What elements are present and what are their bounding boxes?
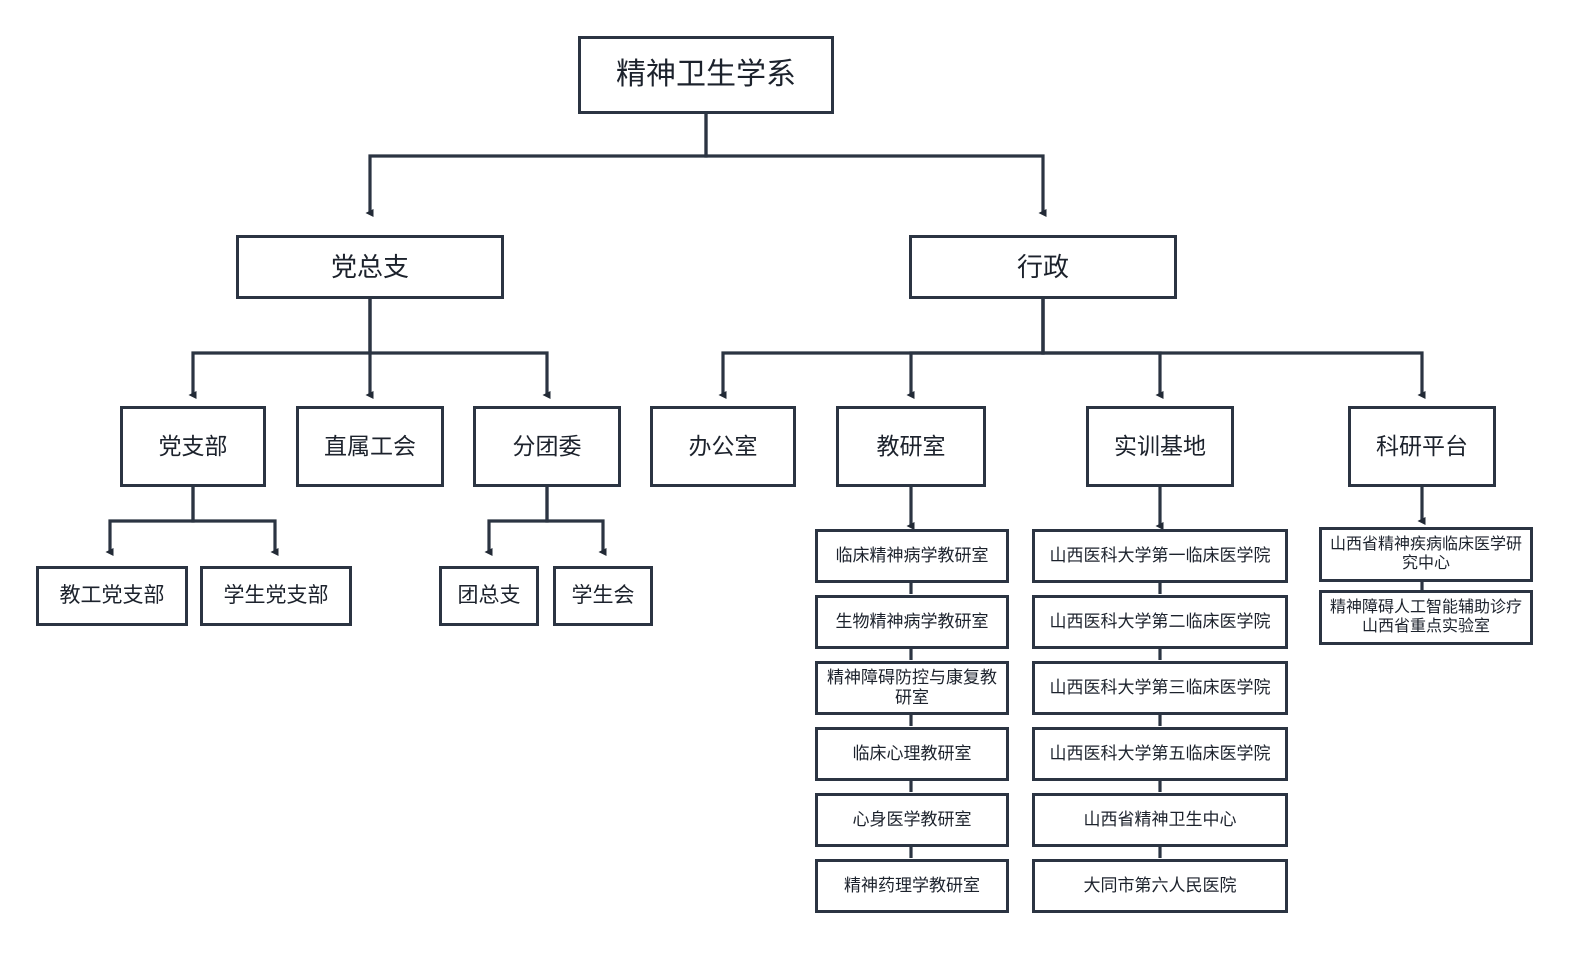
- list-item-training-base-0[interactable]: 山西医科大学第一临床医学院: [1032, 529, 1288, 583]
- list-item-label: 山西医科大学第三临床医学院: [1049, 677, 1271, 697]
- node-teaching-research[interactable]: 教研室: [836, 406, 986, 487]
- list-item-training-base-1[interactable]: 山西医科大学第二临床医学院: [1032, 595, 1288, 649]
- node-staff-party-branch[interactable]: 教工党支部: [36, 566, 188, 626]
- list-item-label: 精神障碍防控与康复教研室: [827, 667, 997, 707]
- list-item-training-base-5[interactable]: 大同市第六人民医院: [1032, 859, 1288, 913]
- node-research-platform[interactable]: 科研平台: [1348, 406, 1496, 487]
- list-item-training-base-2[interactable]: 山西医科大学第三临床医学院: [1032, 661, 1288, 715]
- node-staff-party-branch-label: 教工党支部: [59, 583, 165, 607]
- list-item-label: 山西医科大学第二临床医学院: [1049, 611, 1271, 631]
- node-league-general-branch-label: 团总支: [457, 583, 521, 607]
- list-item-research-platform-0[interactable]: 山西省精神疾病临床医学研究中心: [1319, 527, 1533, 582]
- list-item-label: 山西省精神疾病临床医学研究中心: [1329, 535, 1522, 572]
- node-direct-union[interactable]: 直属工会: [296, 406, 444, 487]
- node-student-party-branch-label: 学生党支部: [223, 583, 329, 607]
- list-item-training-base-4[interactable]: 山西省精神卫生中心: [1032, 793, 1288, 847]
- node-student-union[interactable]: 学生会: [553, 566, 653, 626]
- node-administration[interactable]: 行政: [909, 235, 1177, 299]
- list-item-teaching-research-1[interactable]: 生物精神病学教研室: [815, 595, 1009, 649]
- node-administration-label: 行政: [1016, 251, 1069, 282]
- node-teaching-research-label: 教研室: [876, 432, 946, 459]
- node-league-general-branch[interactable]: 团总支: [439, 566, 539, 626]
- list-item-label: 大同市第六人民医院: [1083, 875, 1237, 895]
- list-item-label: 山西省精神卫生中心: [1083, 809, 1237, 829]
- list-item-teaching-research-0[interactable]: 临床精神病学教研室: [815, 529, 1009, 583]
- node-party-branch-label: 党总支: [330, 251, 409, 282]
- node-root-label: 精神卫生学系: [616, 58, 796, 92]
- list-item-teaching-research-3[interactable]: 临床心理教研室: [815, 727, 1009, 781]
- list-item-label: 精神药理学教研室: [844, 875, 980, 895]
- list-item-research-platform-1[interactable]: 精神障碍人工智能辅助诊疗山西省重点实验室: [1319, 590, 1533, 645]
- list-item-label: 山西医科大学第五临床医学院: [1049, 743, 1271, 763]
- node-root[interactable]: 精神卫生学系: [578, 36, 834, 114]
- list-item-label: 临床心理教研室: [852, 743, 972, 763]
- list-item-label: 临床精神病学教研室: [835, 545, 989, 565]
- list-item-label: 生物精神病学教研室: [835, 611, 989, 631]
- list-item-label: 山西医科大学第一临床医学院: [1049, 545, 1271, 565]
- node-party-sub-branch[interactable]: 党支部: [120, 406, 266, 487]
- node-research-platform-label: 科研平台: [1376, 432, 1468, 459]
- node-student-union-label: 学生会: [571, 583, 635, 607]
- list-item-label: 精神障碍人工智能辅助诊疗山西省重点实验室: [1329, 598, 1522, 635]
- list-item-teaching-research-5[interactable]: 精神药理学教研室: [815, 859, 1009, 913]
- node-office-label: 办公室: [688, 432, 758, 459]
- node-student-party-branch[interactable]: 学生党支部: [200, 566, 352, 626]
- node-training-base-label: 实训基地: [1114, 432, 1206, 459]
- node-training-base[interactable]: 实训基地: [1086, 406, 1234, 487]
- node-youth-league-committee[interactable]: 分团委: [473, 406, 621, 487]
- node-direct-union-label: 直属工会: [324, 432, 416, 459]
- node-party-sub-branch-label: 党支部: [158, 432, 228, 459]
- node-youth-league-committee-label: 分团委: [512, 432, 582, 459]
- node-office[interactable]: 办公室: [650, 406, 796, 487]
- list-item-teaching-research-2[interactable]: 精神障碍防控与康复教研室: [815, 661, 1009, 715]
- node-party-branch[interactable]: 党总支: [236, 235, 504, 299]
- list-item-teaching-research-4[interactable]: 心身医学教研室: [815, 793, 1009, 847]
- list-item-label: 心身医学教研室: [852, 809, 972, 829]
- list-item-training-base-3[interactable]: 山西医科大学第五临床医学院: [1032, 727, 1288, 781]
